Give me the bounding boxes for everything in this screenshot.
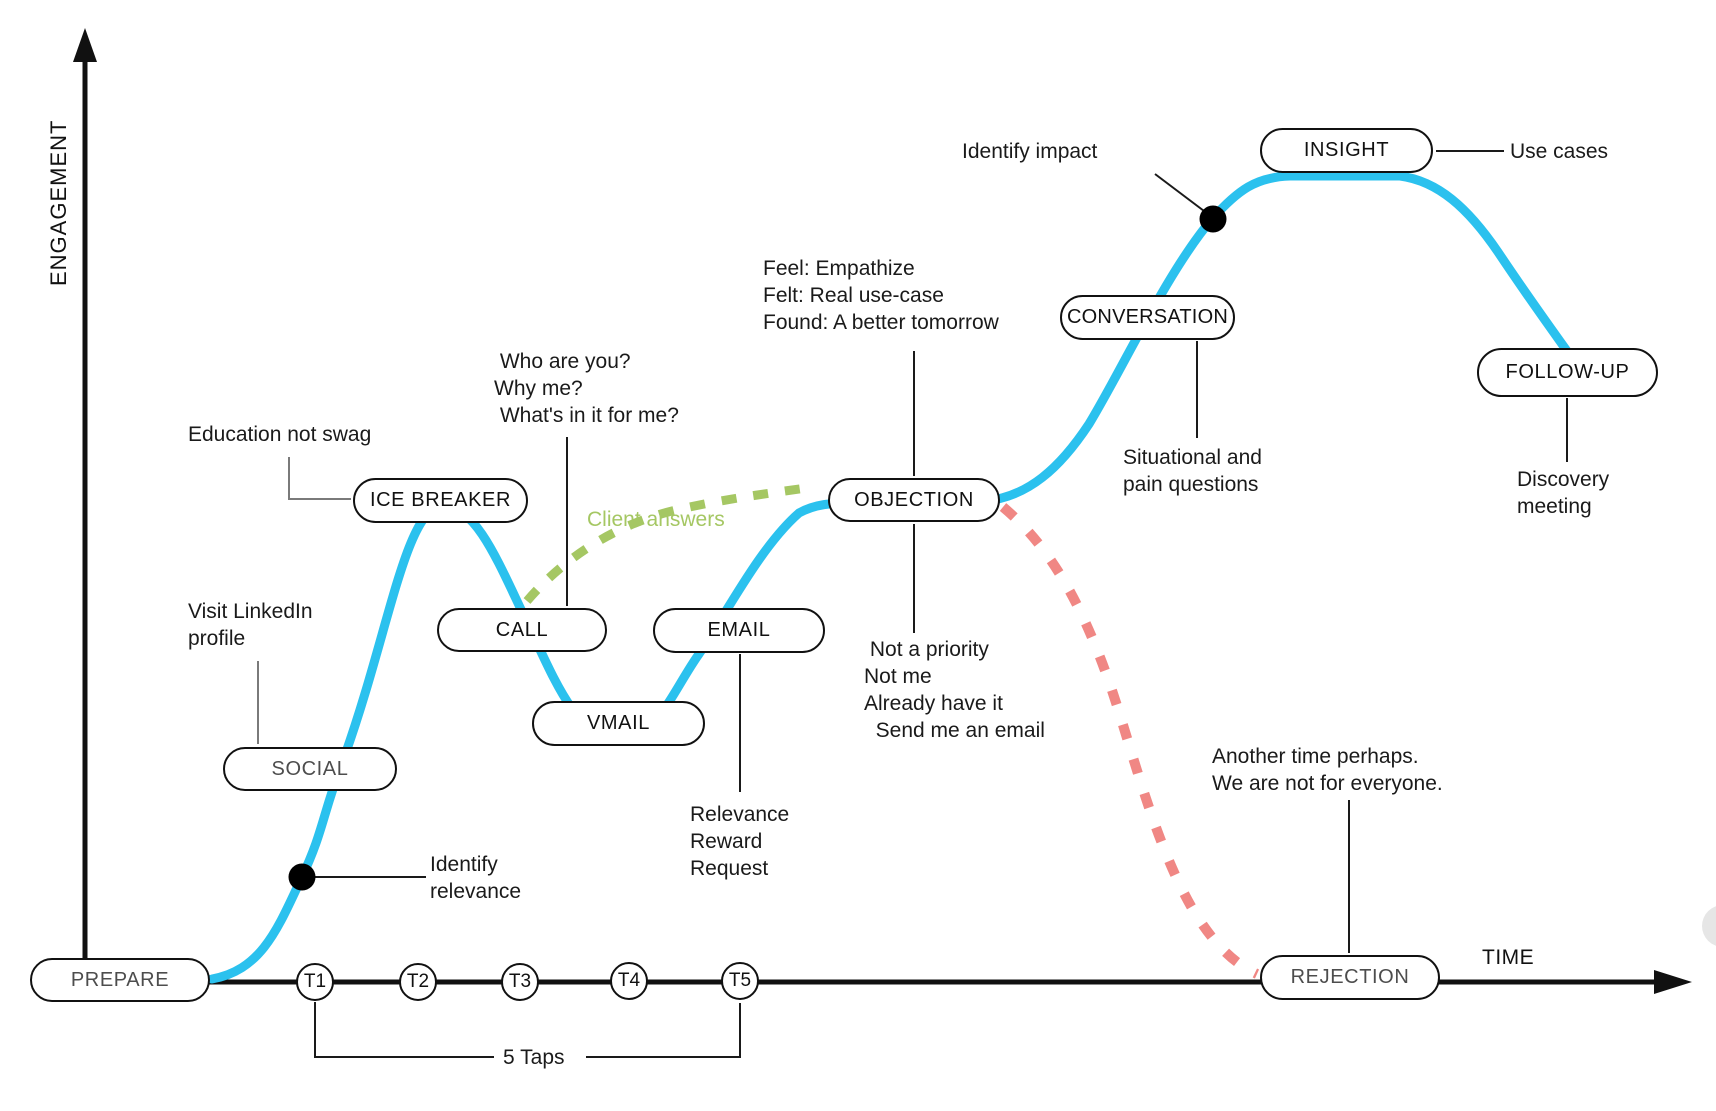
tick-t4: T4 [610,962,648,1000]
tick-t5: T5 [721,962,759,1000]
five-taps-bracket-right [586,1003,741,1058]
note-client-answers: Client answers [587,508,725,531]
node-conversation: CONVERSATION [1060,295,1235,340]
note-discovery: Discovery meeting [1517,468,1610,518]
node-follow-up: FOLLOW-UP [1477,348,1658,397]
node-call: CALL [437,608,607,652]
five-taps-bracket-left [314,1002,494,1058]
node-rejection: REJECTION [1260,955,1440,1000]
node-prepare: PREPARE [30,958,210,1002]
y-axis-arrowhead-icon [73,28,97,62]
node-vmail: VMAIL [532,701,705,746]
note-relevance-reward-request: Relevance Reward Request [690,803,790,880]
connector-education [288,457,351,500]
x-axis-arrowhead-icon [1654,970,1692,994]
note-who-are-you: Who are you? Why me? What's in it for me… [494,350,679,427]
identify-relevance-dot [288,863,316,891]
note-use-cases: Use cases [1510,140,1609,163]
tick-t2: T2 [399,963,437,1001]
cropped-floating-element [1702,905,1716,947]
note-visit-linkedin: Visit LinkedIn profile [188,600,313,650]
identify-impact-dot [1199,205,1227,233]
node-insight: INSIGHT [1260,128,1433,173]
x-axis-label: TIME [1482,946,1535,969]
node-email: EMAIL [653,608,825,653]
node-social: SOCIAL [223,747,397,791]
note-identify-impact: Identify impact [962,140,1098,163]
note-education: Education not swag [188,423,372,446]
y-axis-label: ENGAGEMENT [46,119,71,286]
note-identify-relevance: Identify relevance [430,853,522,903]
note-feel-felt-found: Feel: Empathize Felt: Real use-case Foun… [763,257,999,334]
connector-identify-impact [1154,173,1209,215]
client-answers-path [523,482,814,604]
node-objection: OBJECTION [828,478,1000,522]
note-another-time: Another time perhaps. We are not for eve… [1212,745,1443,795]
note-situational: Situational and pain questions [1123,446,1262,496]
note-five-taps: 5 Taps [503,1046,565,1069]
tick-t3: T3 [501,963,539,1001]
node-ice-breaker: ICE BREAKER [353,478,528,523]
note-objection-replies: Not a priority Not me Already have it Se… [864,638,1045,742]
tick-t1: T1 [296,963,334,1001]
